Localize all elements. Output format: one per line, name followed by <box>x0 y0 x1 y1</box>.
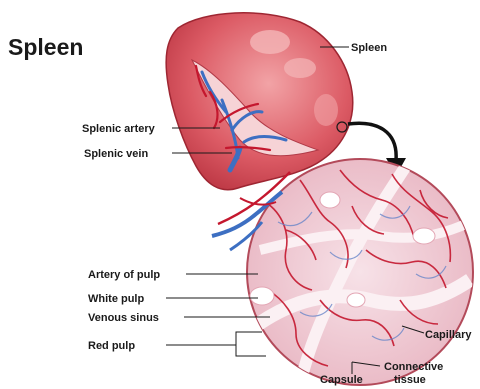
label-connective-tissue-1: Connective <box>384 361 443 373</box>
label-venous-sinus: Venous sinus <box>88 312 159 324</box>
label-capillary: Capillary <box>425 329 472 341</box>
label-capsule: Capsule <box>320 374 363 386</box>
label-connective-tissue-2: tissue <box>394 374 426 386</box>
page-title: Spleen <box>8 34 83 60</box>
magnify-arrow <box>348 123 396 160</box>
label-white-pulp: White pulp <box>88 293 144 305</box>
label-red-pulp: Red pulp <box>88 340 135 352</box>
label-splenic-artery: Splenic artery <box>82 123 156 135</box>
label-spleen: Spleen <box>351 42 387 54</box>
label-artery-of-pulp: Artery of pulp <box>88 269 160 281</box>
spleen-organ <box>166 13 353 190</box>
magnified-section <box>212 159 475 385</box>
label-splenic-vein: Splenic vein <box>84 148 148 160</box>
